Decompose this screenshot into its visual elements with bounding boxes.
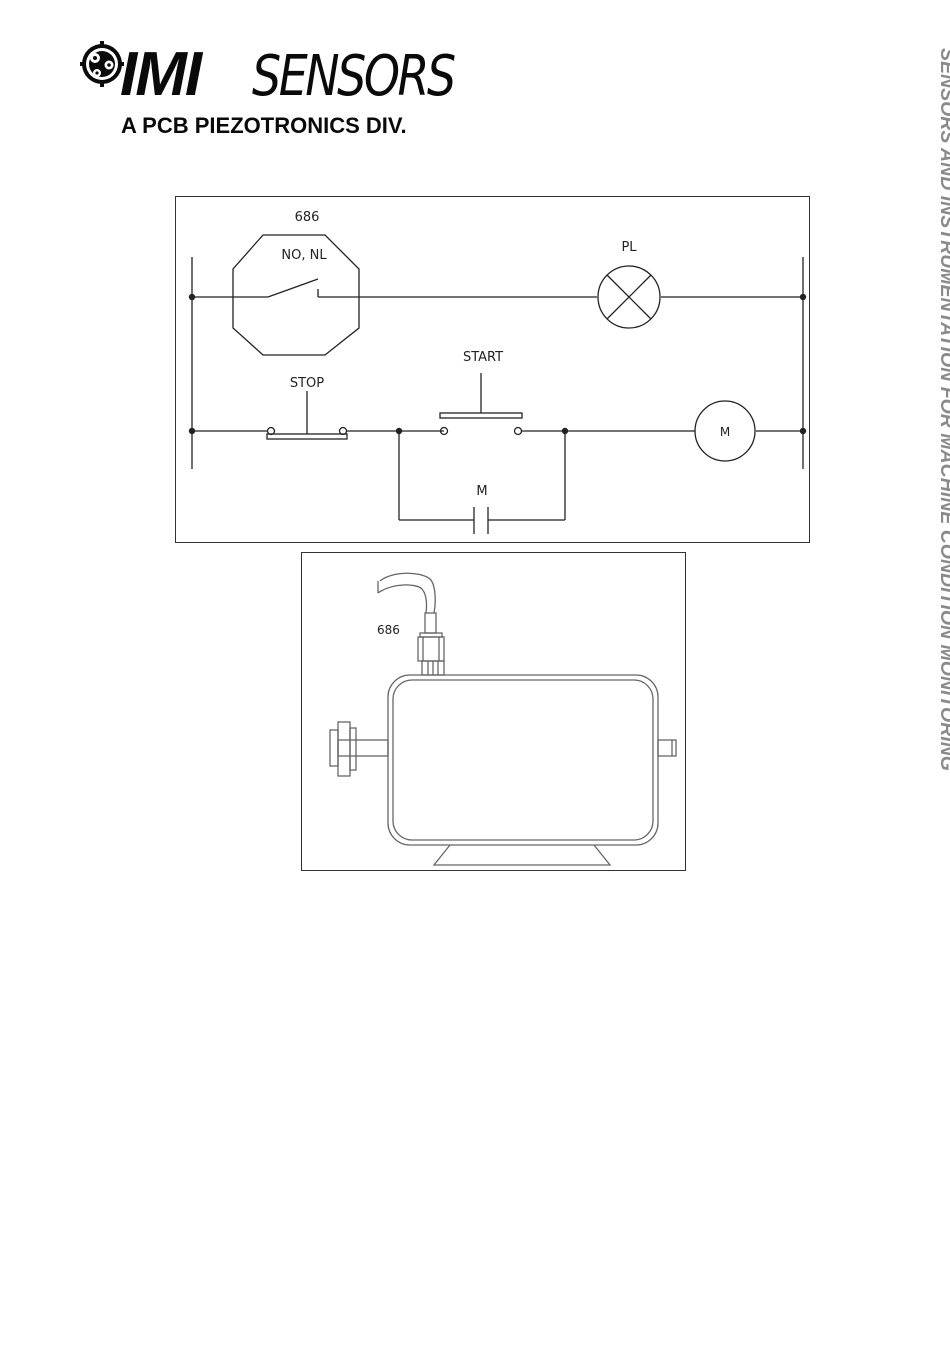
motor-drawing-svg: 686: [302, 553, 685, 870]
switch-contact-label: NO, NL: [281, 248, 327, 263]
motor-sensor-drawing: 686: [301, 552, 686, 871]
switch-model-label: 686: [295, 210, 320, 225]
motor-label: M: [720, 425, 730, 439]
stop-button-label: STOP: [290, 376, 324, 391]
sensor-label: 686: [377, 623, 400, 637]
logo-tagline: A PCB PIEZOTRONICS DIV.: [121, 113, 407, 139]
pilot-light-label: PL: [621, 240, 637, 255]
side-title: SENSORS AND INSTRUMENTATION FOR MACHINE …: [918, 48, 950, 848]
logo-brand-bold: IMI: [120, 40, 200, 110]
logo-brand-light: SENSORS: [252, 42, 454, 112]
ladder-diagram-svg: 686 NO, NL PL START STOP M M: [176, 197, 809, 542]
start-button-label: START: [463, 350, 503, 365]
ladder-wiring-diagram: 686 NO, NL PL START STOP M M: [175, 196, 810, 543]
holding-contact-label: M: [476, 484, 487, 499]
company-logo: IMI SENSORS A PCB PIEZOTRONICS DIV.: [80, 38, 470, 138]
